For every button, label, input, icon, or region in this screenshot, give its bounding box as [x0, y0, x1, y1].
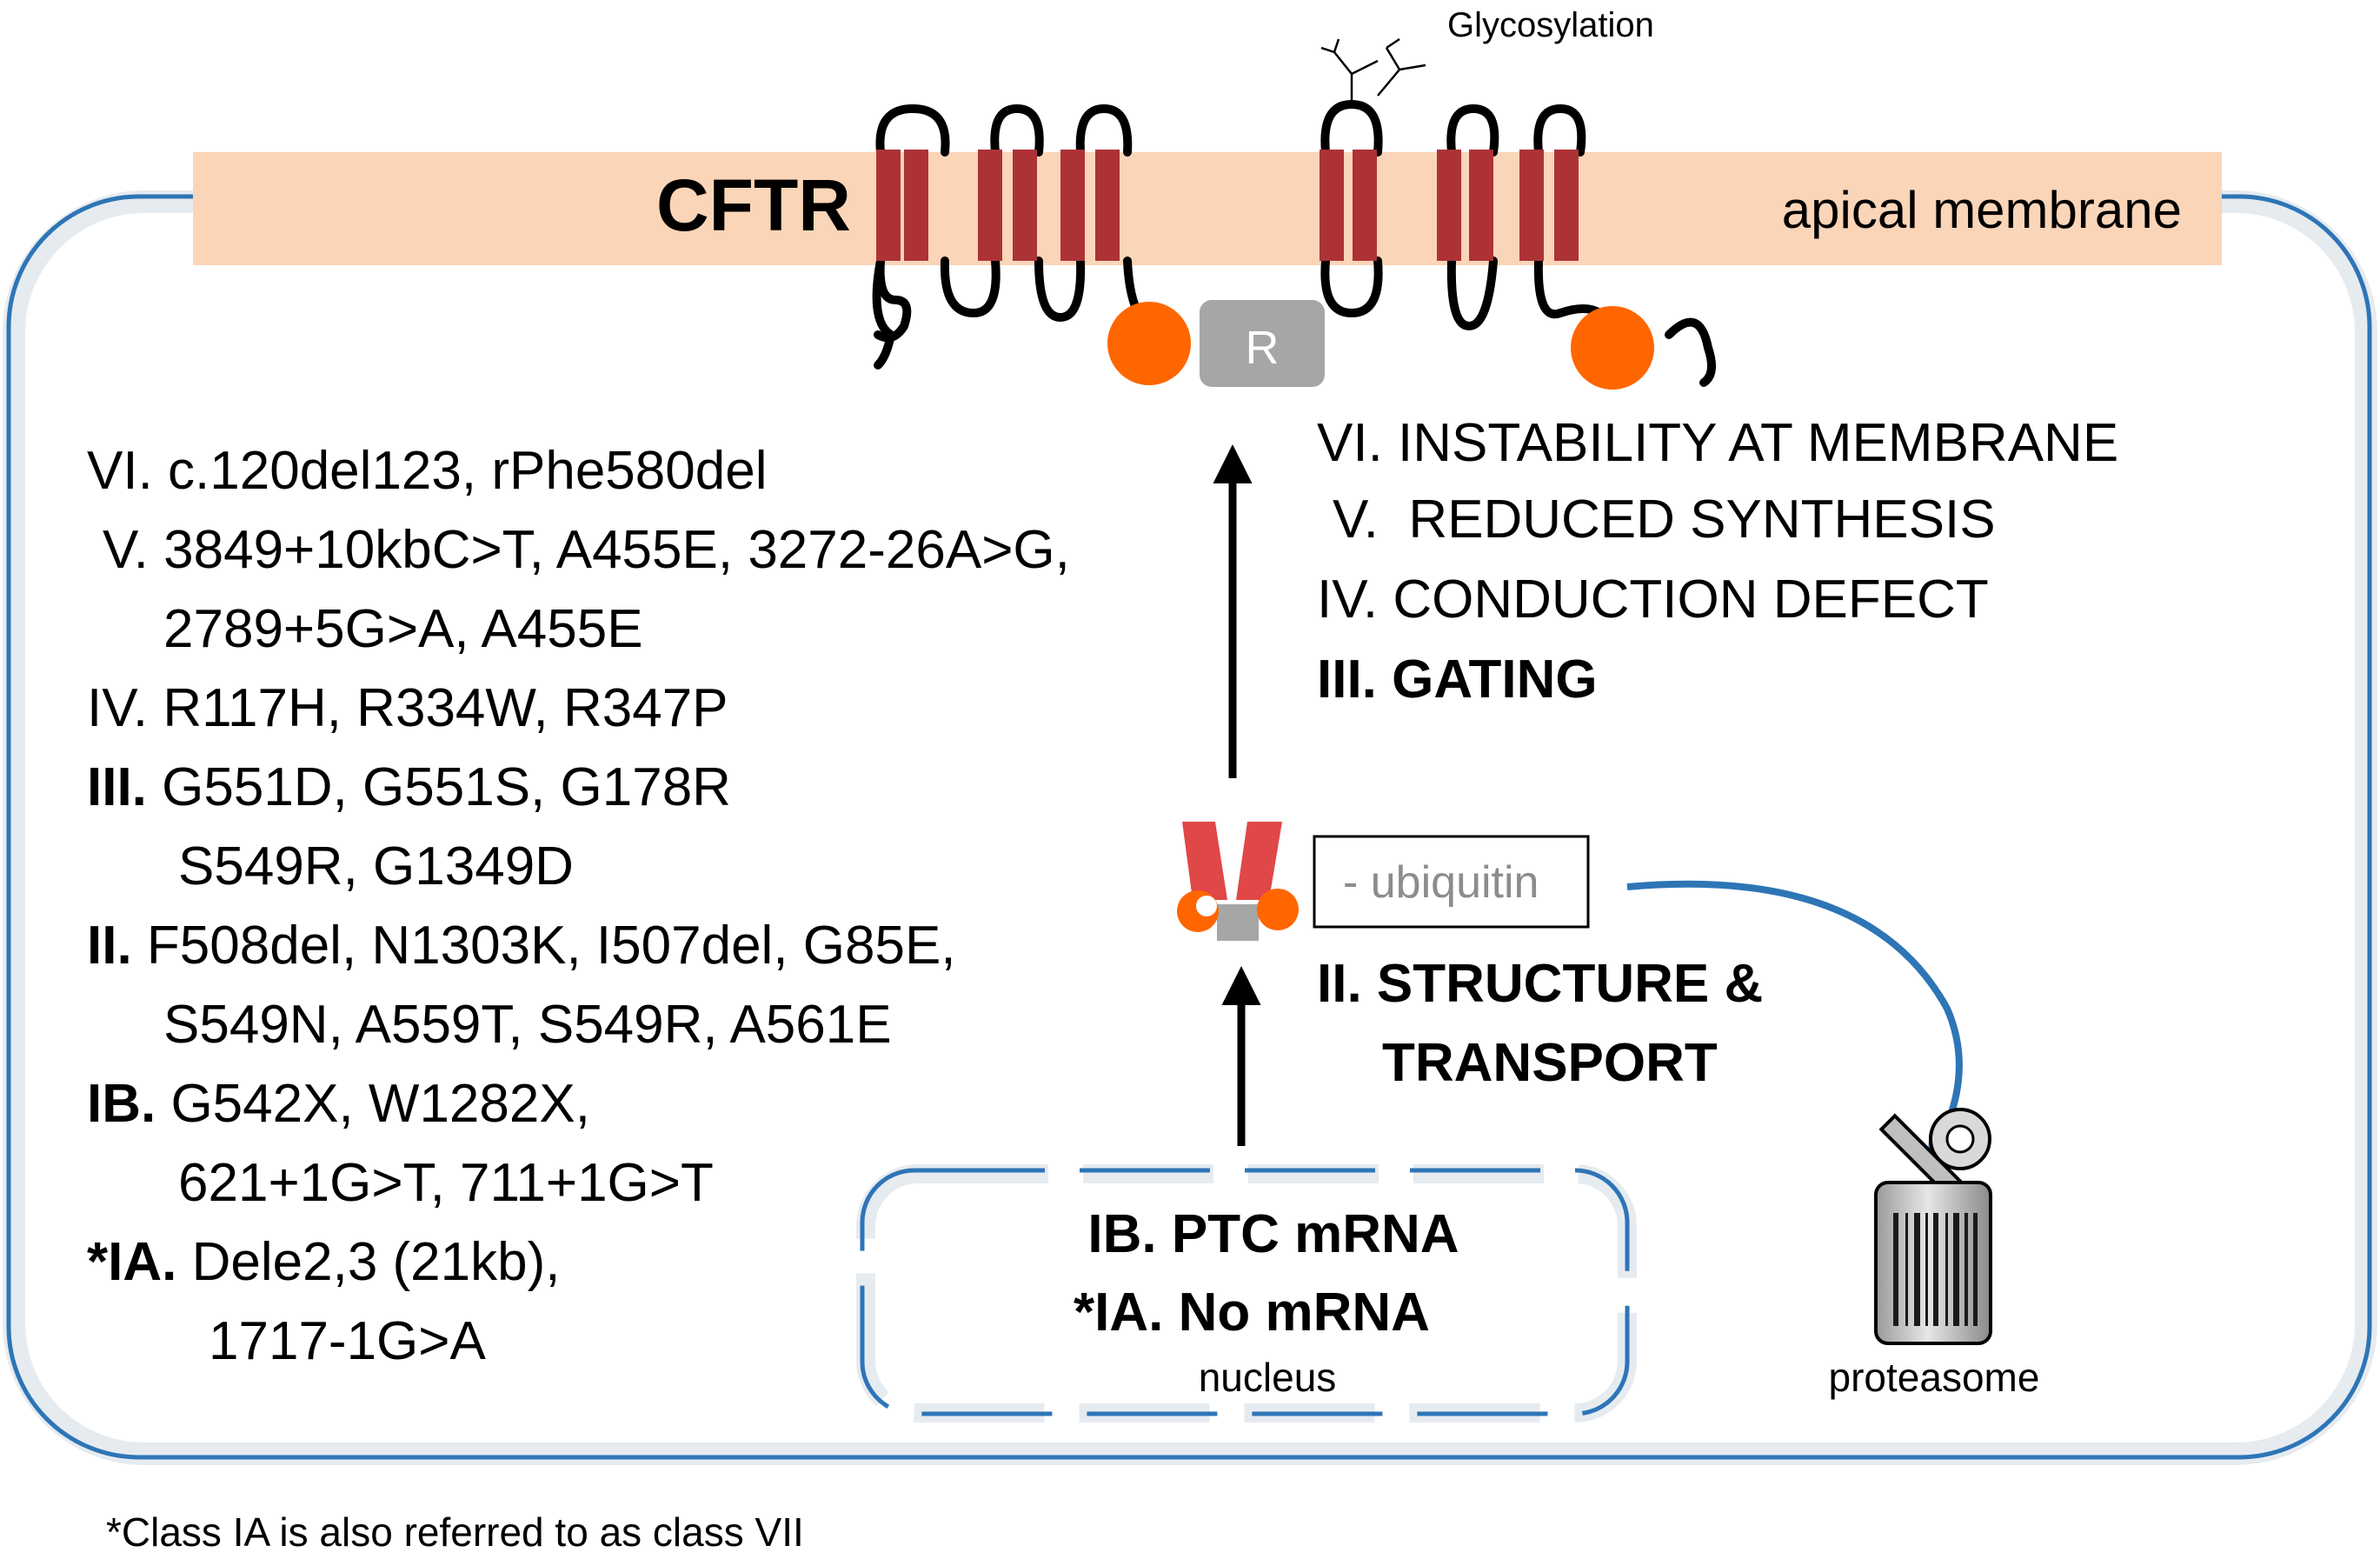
mutation-class-id: III.	[87, 757, 162, 817]
mutation-class-line: IV. R117H, R334W, R347P	[87, 678, 728, 738]
mutation-list-text: G542X, W1282X,	[170, 1074, 590, 1134]
mutation-class-line: V. 3849+10kbC>T, A455E, 3272-26A>G,	[103, 520, 1070, 580]
mutation-list-continuation: 621+1G>T, 711+1G>T	[178, 1153, 714, 1213]
defect-class-list: VI. INSTABILITY AT MEMBRANE V. REDUCED S…	[1317, 413, 2118, 710]
mutation-list-text: G551D, G551S, G178R	[162, 757, 731, 817]
mutation-list-continuation: 2789+5G>A, A455E	[163, 599, 643, 659]
cftr-label: CFTR	[656, 164, 851, 246]
nucleus-outline-shadow	[856, 1164, 1637, 1422]
transmembrane-helices	[876, 150, 1579, 261]
mutation-list-text: c.120del123, rPhe580del	[168, 441, 767, 501]
apical-membrane-label: apical membrane	[1782, 181, 2182, 239]
ubiquitin-box	[1313, 835, 1590, 929]
mutation-class-line: II. F508del, N1303K, I507del, G85E,	[87, 916, 956, 976]
mutation-list-continuation: S549N, A559T, S549R, A561E	[163, 995, 892, 1055]
proteasome-trash-icon	[1874, 1108, 1992, 1345]
nucleus-no-mrna: *IA. No mRNA	[1074, 1283, 1430, 1342]
glycosylation-branches	[1320, 37, 1426, 104]
glycosylation-label: Glycosylation	[1447, 6, 1654, 44]
nbd1-circle	[1107, 302, 1191, 385]
r-domain-box	[1200, 300, 1325, 387]
nucleus-ptc-mrna: IB. PTC mRNA	[1087, 1204, 1459, 1264]
mutation-class-line: *IA. Dele2,3 (21kb),	[87, 1232, 560, 1292]
mutation-class-id: *IA.	[87, 1232, 192, 1292]
mutation-list-text: R117H, R334W, R347P	[163, 678, 728, 738]
nucleus-outline	[860, 1168, 1630, 1416]
defect-class-v: V. REDUCED SYNTHESIS	[1333, 490, 1996, 550]
mutation-class-id: II.	[87, 916, 147, 976]
mutation-class-line: IB. G542X, W1282X,	[87, 1074, 590, 1134]
defect-class-vi: VI. INSTABILITY AT MEMBRANE	[1317, 413, 2118, 473]
nucleus-label: nucleus	[1199, 1355, 1337, 1400]
mutation-list-continuation: 1717-1G>A	[209, 1311, 486, 1371]
misfolded-cftr-icon	[1177, 822, 1299, 941]
defect-class-iv: IV. CONDUCTION DEFECT	[1317, 570, 1989, 630]
mutation-class-id: IB.	[87, 1074, 170, 1134]
mutation-list-text: F508del, N1303K, I507del, G85E,	[147, 916, 956, 976]
mutation-class-id: VI.	[87, 441, 168, 501]
degradation-arrow	[1626, 880, 1963, 1164]
mutation-class-id: IV.	[87, 678, 163, 738]
structure-transport-line2: TRANSPORT	[1382, 1033, 1718, 1093]
structure-transport-line1: II. STRUCTURE &	[1317, 954, 1763, 1014]
ubiquitin-label: - ubiquitin	[1343, 857, 1539, 908]
apical-membrane	[193, 152, 2222, 265]
mutation-list-text: Dele2,3 (21kb),	[192, 1232, 561, 1292]
r-domain-label: R	[1246, 322, 1280, 374]
defect-class-iii: III. GATING	[1317, 650, 1598, 710]
mutation-class-id: V.	[103, 520, 163, 580]
proteasome-label: proteasome	[1829, 1355, 2040, 1400]
mutation-list-text: 3849+10kbC>T, A455E, 3272-26A>G,	[163, 520, 1070, 580]
mutation-class-line: III. G551D, G551S, G178R	[87, 757, 731, 817]
nbd2-circle	[1571, 306, 1654, 390]
footnote: *Class IA is also referred to as class V…	[106, 1509, 804, 1555]
mutation-class-line: VI. c.120del123, rPhe580del	[87, 441, 767, 501]
mutation-list-continuation: S549R, G1349D	[178, 836, 574, 896]
